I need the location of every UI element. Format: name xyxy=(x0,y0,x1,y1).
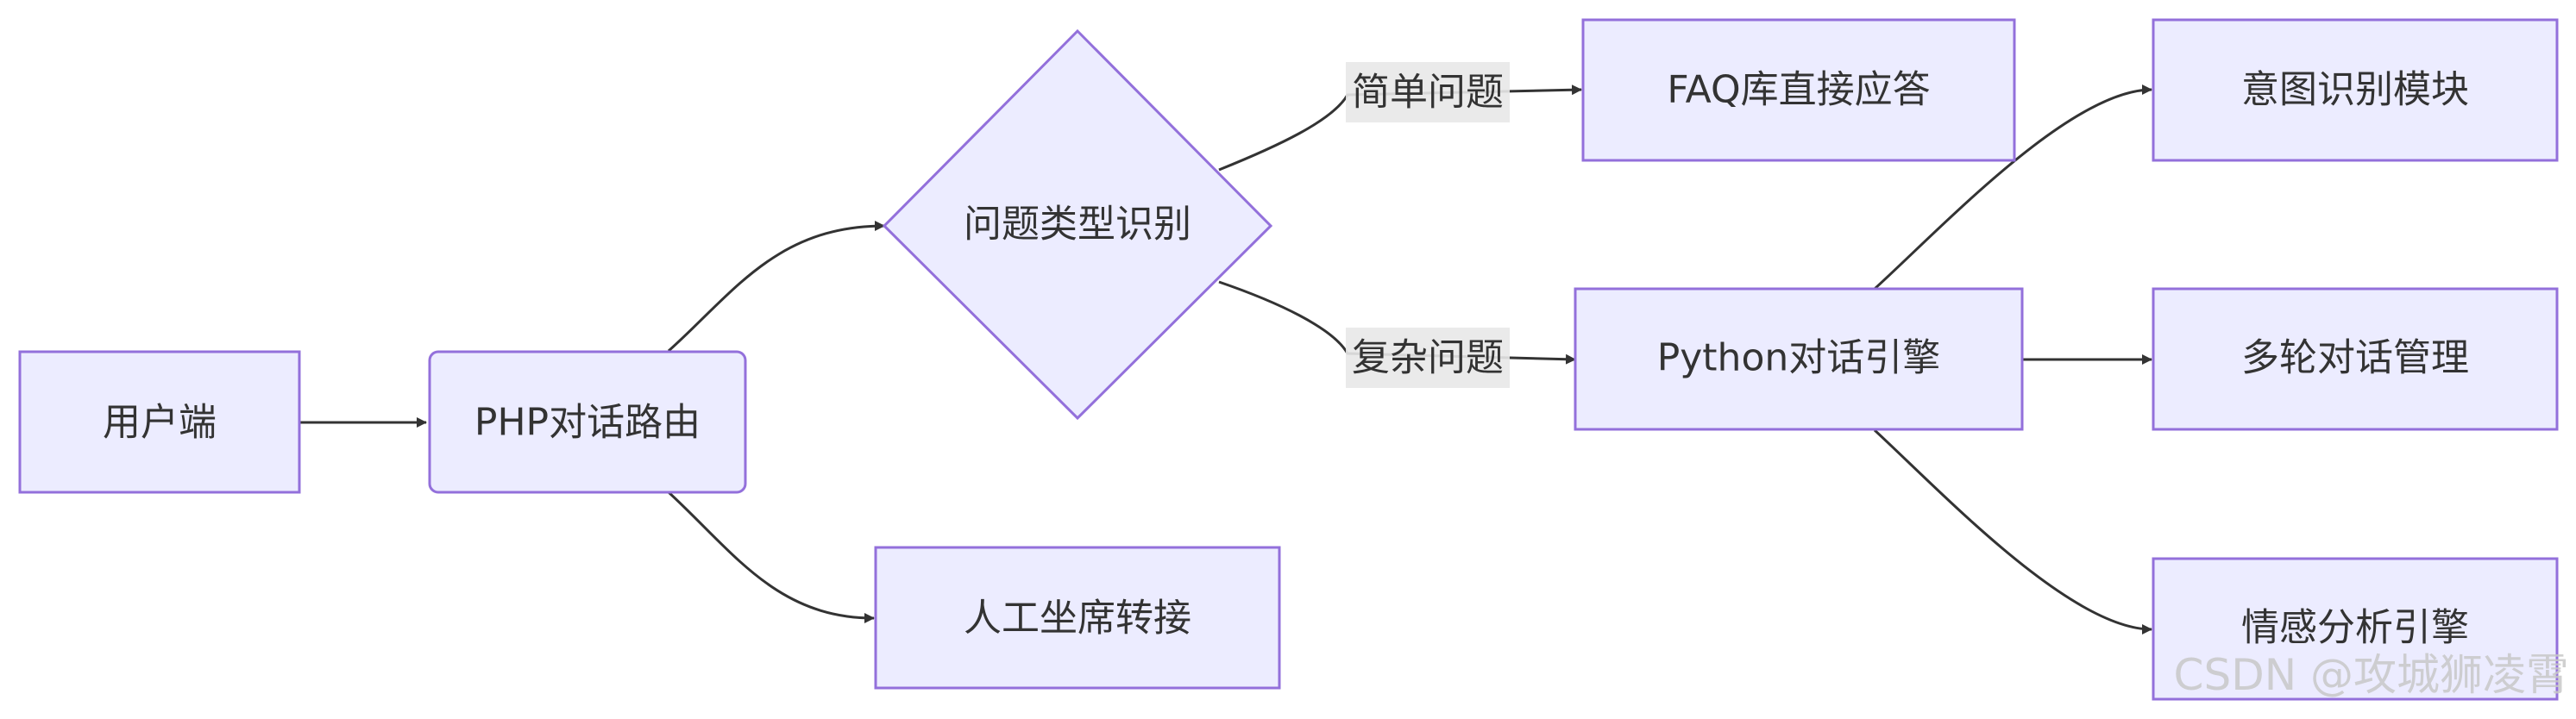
node-faq-answer: FAQ库直接应答 xyxy=(1581,18,2016,162)
node-human-agent-label: 人工坐席转接 xyxy=(964,597,1191,641)
edge-python-to-intent xyxy=(1873,84,2152,291)
node-intent-module-label: 意图识别模块 xyxy=(2241,68,2469,112)
edge-question-to-faq xyxy=(1218,84,1582,172)
node-faq-answer-label: FAQ库直接应答 xyxy=(1667,68,1930,112)
node-sentiment-engine: 情感分析引擎 xyxy=(2152,557,2559,701)
edge-label-complex: 复杂问题 xyxy=(1346,328,1510,388)
node-multi-turn-label: 多轮对话管理 xyxy=(2241,336,2469,380)
node-php-router-label: PHP对话路由 xyxy=(474,401,701,445)
node-human-agent: 人工坐席转接 xyxy=(874,546,1281,690)
edge-label-simple: 简单问题 xyxy=(1346,62,1510,122)
edge-question-to-python xyxy=(1218,280,1576,365)
node-intent-module: 意图识别模块 xyxy=(2152,18,2559,162)
node-user-client-label: 用户端 xyxy=(103,401,217,445)
node-question-type-label: 问题类型识别 xyxy=(964,203,1191,247)
node-multi-turn: 多轮对话管理 xyxy=(2152,287,2559,431)
node-user-client: 用户端 xyxy=(18,350,301,494)
node-php-router: PHP对话路由 xyxy=(428,350,747,494)
node-sentiment-engine-label: 情感分析引擎 xyxy=(2241,606,2469,650)
node-python-engine: Python对话引擎 xyxy=(1574,287,2024,431)
edge-label-simple-text: 简单问题 xyxy=(1352,71,1504,115)
watermark: CSDN @攻城狮凌霄 xyxy=(2174,650,2569,700)
edge-python-to-sentiment xyxy=(1873,428,2152,635)
edges xyxy=(299,84,2152,635)
node-question-type: 问题类型识别 xyxy=(882,28,1273,421)
edge-label-complex-text: 复杂问题 xyxy=(1352,336,1504,380)
edge-php-to-human-agent xyxy=(667,491,875,623)
node-python-engine-label: Python对话引擎 xyxy=(1657,336,1941,380)
edge-php-to-question-type xyxy=(668,221,885,353)
